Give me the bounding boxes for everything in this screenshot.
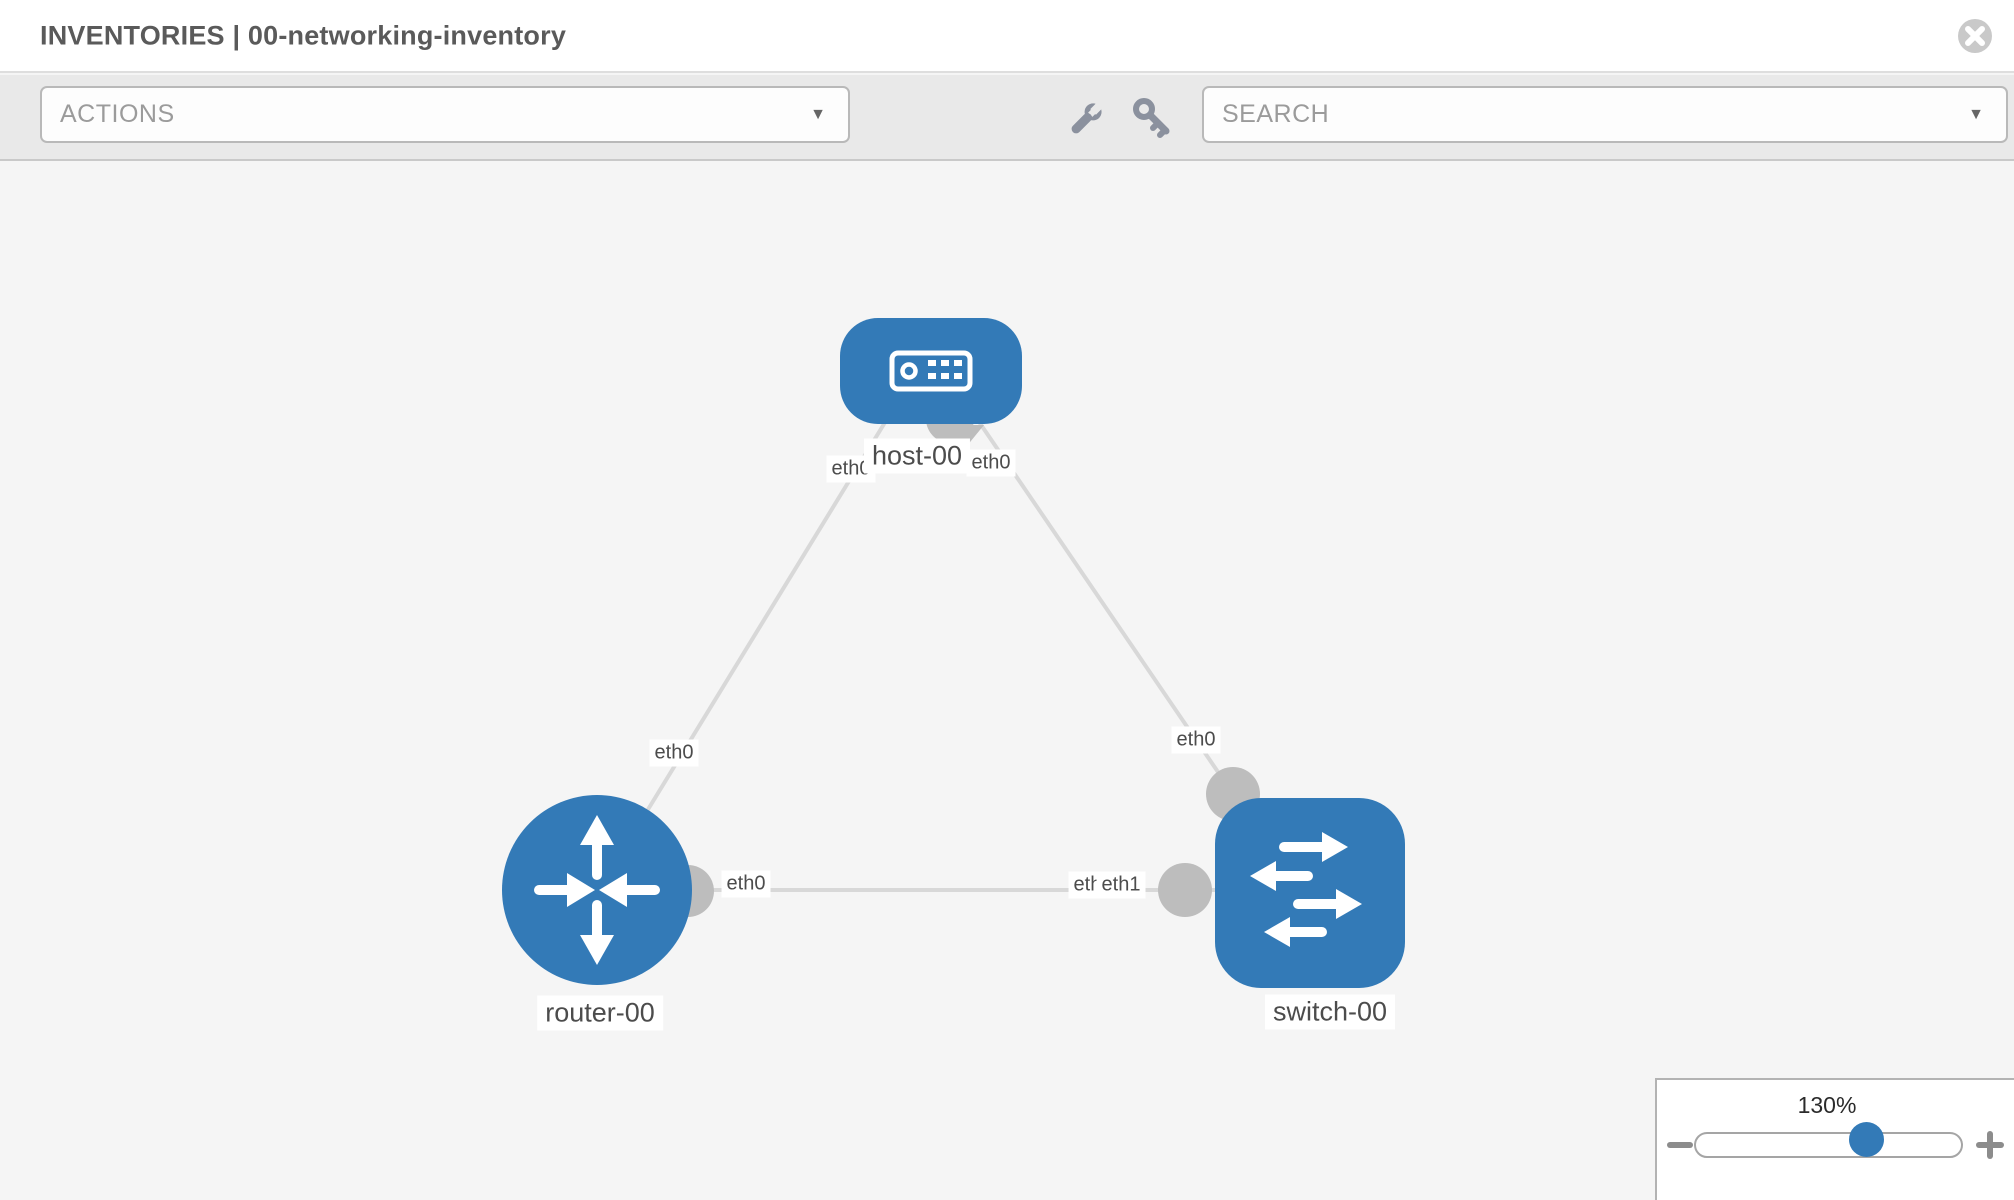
node-switch[interactable] [1215,798,1405,988]
interface-label: eth0 [721,870,771,898]
zoom-slider-track[interactable] [1694,1132,1963,1158]
interface-label: eth0 [1171,726,1221,754]
node-host[interactable] [840,318,1022,424]
page-title: INVENTORIES | 00-networking-inventory [40,20,567,50]
endpoint-pointer [952,425,984,447]
close-icon [1958,19,1992,53]
interface-label: eth1 [1096,871,1146,899]
zoom-slider-thumb[interactable] [1849,1122,1884,1157]
search-dropdown-label: SEARCH [1222,100,1330,128]
search-dropdown[interactable]: SEARCH ▼ [1202,86,2008,143]
tools-button[interactable] [1062,95,1110,143]
toolbar: ACTIONS ▼ SEARCH ▼ [0,75,2014,161]
wrench-icon [1071,100,1105,134]
zoom-panel: 130% [1655,1078,2014,1200]
key-icon [1133,98,1170,138]
endpoint-circle [1158,863,1212,917]
node-label-router: router-00 [537,995,663,1031]
interface-label: eth0 [649,739,699,767]
interface-label: eth0 [966,449,1016,477]
zoom-out-button[interactable] [1667,1142,1693,1148]
router-icon [534,815,660,965]
host-icon [889,350,973,392]
zoom-in-button[interactable] [1976,1131,2004,1159]
chevron-down-icon: ▼ [1968,105,1984,123]
header-bar: INVENTORIES | 00-networking-inventory [0,0,2014,73]
node-label-switch: switch-00 [1264,994,1396,1030]
key-button[interactable] [1128,95,1176,143]
chevron-down-icon: ▼ [810,105,826,123]
switch-icon [1250,832,1362,947]
actions-dropdown[interactable]: ACTIONS ▼ [40,86,850,143]
topology-svg [502,318,1405,988]
actions-dropdown-label: ACTIONS [60,100,175,128]
zoom-level-label: 130% [1797,1092,1857,1118]
close-button[interactable] [1956,17,1994,55]
topology-canvas[interactable]: eth0 eth0 eth0 eth0 eth0 eth0 eth1 host-… [0,161,2014,1200]
node-router[interactable] [502,795,692,985]
node-label-host: host-00 [863,438,971,474]
